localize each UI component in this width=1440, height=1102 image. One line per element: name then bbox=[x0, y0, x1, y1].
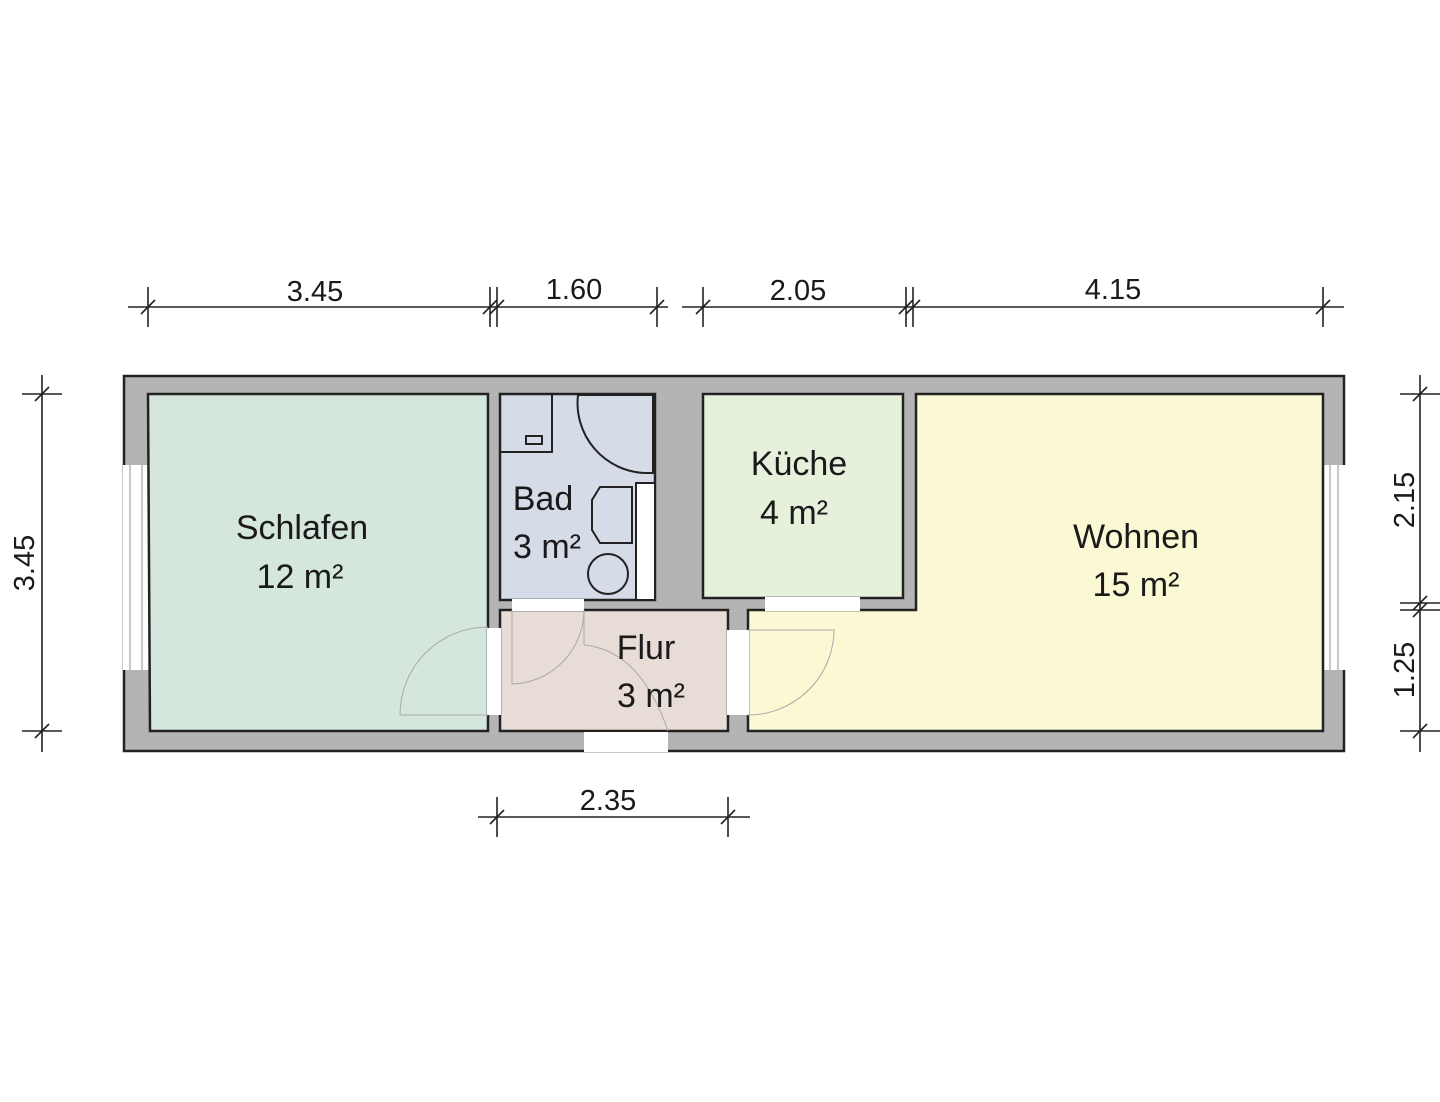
door-opening-bad bbox=[512, 599, 584, 611]
room-wohnen bbox=[746, 392, 1325, 733]
dimension-tick-slash bbox=[489, 809, 505, 825]
bath-fixtures bbox=[499, 393, 656, 601]
dimension-bottom: 2.35 bbox=[478, 785, 750, 818]
dimension-tick-slash bbox=[720, 809, 736, 825]
dim-right-2: 1.25 bbox=[1389, 642, 1421, 698]
room-name-schlafen: Schlafen bbox=[236, 509, 368, 547]
dimension-left: 3.45 bbox=[9, 375, 43, 752]
dimension-tick-slash bbox=[898, 299, 914, 315]
window-right bbox=[1321, 465, 1346, 670]
door-swing-bad bbox=[511, 609, 585, 685]
dim-top-1: 3.45 bbox=[287, 276, 343, 308]
dimension-tick-slash bbox=[695, 299, 711, 315]
door-swing-flur bbox=[583, 610, 669, 732]
room-bad bbox=[498, 392, 657, 602]
door-opening-schlafen bbox=[487, 628, 501, 715]
dim-bottom: 2.35 bbox=[580, 785, 636, 817]
room-schlafen bbox=[146, 392, 490, 733]
dimension-tick-slash bbox=[1315, 299, 1331, 315]
door-opening-wohnen bbox=[727, 630, 749, 715]
dim-right-1: 2.15 bbox=[1389, 472, 1421, 528]
room-name-wohnen: Wohnen bbox=[1073, 518, 1199, 556]
dimension-tick-slash bbox=[905, 299, 921, 315]
dimension-tick-slash bbox=[34, 723, 50, 739]
room-name-kueche: Küche bbox=[751, 445, 847, 483]
room-name-flur: Flur bbox=[617, 629, 676, 667]
entrance-door-opening bbox=[584, 732, 668, 752]
dimension-tick-slash bbox=[34, 386, 50, 402]
door-swing-schlafen bbox=[399, 626, 489, 716]
dimension-top: 3.45 1.60 2.05 4.15 bbox=[128, 274, 1344, 327]
room-flur bbox=[498, 608, 730, 733]
room-area-bad: 3 m² bbox=[513, 528, 581, 566]
room-kueche bbox=[701, 392, 905, 600]
room-name-bad: Bad bbox=[513, 480, 574, 518]
dimension-tick-slash bbox=[489, 299, 505, 315]
room-area-kueche: 4 m² bbox=[760, 494, 828, 532]
room-area-schlafen: 12 m² bbox=[257, 558, 344, 596]
dimension-tick-slash bbox=[482, 299, 498, 315]
dim-top-3: 2.05 bbox=[770, 275, 826, 307]
dimension-tick-slash bbox=[649, 299, 665, 315]
dimension-tick-slash bbox=[1412, 723, 1428, 739]
dim-top-4: 4.15 bbox=[1085, 274, 1141, 306]
dim-left: 3.45 bbox=[9, 535, 41, 591]
room-area-wohnen: 15 m² bbox=[1093, 566, 1180, 604]
dimension-tick-slash bbox=[1412, 602, 1428, 618]
dimension-right: 2.15 1.25 bbox=[1389, 375, 1421, 752]
dim-top-2: 1.60 bbox=[546, 274, 602, 306]
window-left bbox=[123, 465, 150, 670]
door-opening-kueche bbox=[765, 597, 860, 611]
room-area-flur: 3 m² bbox=[617, 677, 685, 715]
dimension-tick-slash bbox=[140, 299, 156, 315]
dimension-tick-slash bbox=[1412, 386, 1428, 402]
door-swing-wohnen bbox=[747, 629, 835, 716]
dimension-tick-slash bbox=[1412, 595, 1428, 611]
